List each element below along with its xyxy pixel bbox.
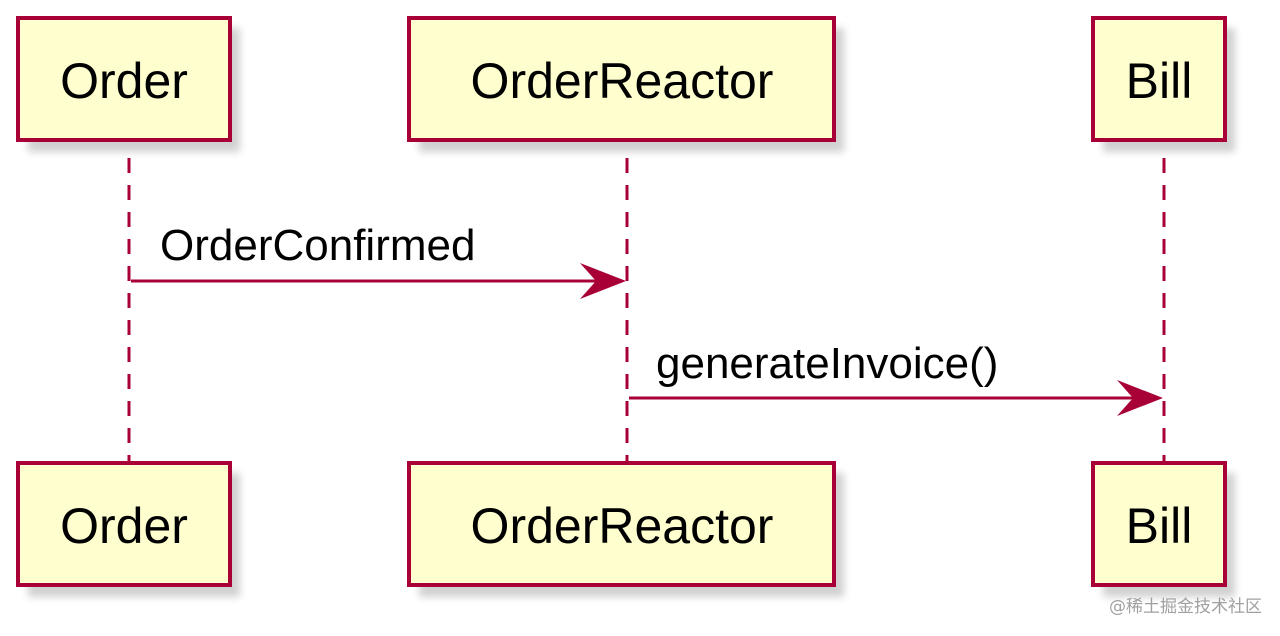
arrowhead-icon	[580, 263, 626, 299]
watermark: @稀土掘金技术社区	[1109, 597, 1262, 617]
participant-box	[1091, 16, 1227, 142]
arrowhead-icon	[1117, 380, 1163, 416]
participant-order-bottom: Order	[16, 461, 240, 597]
participant-label: Bill	[1126, 53, 1193, 109]
participant-label: Bill	[1126, 498, 1193, 554]
participant-bill-bottom: Bill	[1091, 461, 1235, 597]
participant-label: Order	[60, 53, 188, 109]
message-order-confirmed: OrderConfirmed	[131, 221, 626, 299]
participant-label: OrderReactor	[471, 498, 774, 554]
participant-box	[16, 16, 232, 142]
participant-reactor-top: OrderReactor	[407, 16, 844, 152]
participant-label: Order	[60, 498, 188, 554]
message-label: OrderConfirmed	[160, 221, 475, 270]
message-generate-invoice: generateInvoice()	[629, 339, 1163, 416]
participant-order-top: Order	[16, 16, 240, 152]
participant-label: OrderReactor	[471, 53, 774, 109]
participant-bill-top: Bill	[1091, 16, 1235, 152]
message-label: generateInvoice()	[656, 339, 998, 388]
participant-box	[1091, 461, 1227, 587]
participant-box	[407, 461, 836, 587]
participant-reactor-bottom: OrderReactor	[407, 461, 844, 597]
participant-box	[407, 16, 836, 142]
participant-box	[16, 461, 232, 587]
lifelines	[127, 158, 1166, 462]
